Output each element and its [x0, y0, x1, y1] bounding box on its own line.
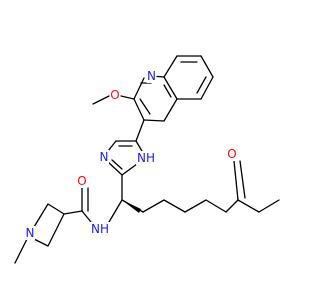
bond-chain-3: [163, 199, 186, 213]
bond-azetidine-c3-c2: [47, 203, 65, 215]
bond-ketone-c-o: [233, 160, 239, 201]
bond-amide-n-c: [81, 210, 92, 223]
atom-label-amide-nh: NH: [91, 222, 109, 236]
bond-azetidine-n-c4: [33, 238, 49, 247]
bond-quinoline-c3-c4: [133, 98, 145, 121]
bond-methoxy-o-ch3: [92, 95, 110, 105]
atom-label-azetidine-n: N: [26, 226, 35, 240]
molecule-structure-drawing: N O N NH O O NH N: [14, 55, 280, 264]
atom-imidazole-n: N: [99, 150, 109, 164]
bond-imidazole-n3-c2: [107, 161, 123, 176]
bond-benzo-fusion-inner: [163, 84, 172, 98]
atom-label-imidazole-nh: NH: [137, 151, 155, 165]
bond-quinoline-ring-fusion-top: [163, 76, 178, 100]
bond-azetidine-c2-n: [33, 203, 49, 228]
atom-label-layer: N O N NH O O NH N: [25, 69, 238, 240]
bond-imidazole-c4-n3: [107, 140, 117, 152]
bond-ketone-c-o-inner: [239, 160, 246, 199]
atom-label-amide-o: O: [77, 174, 86, 188]
bond-imidazole-n3-c2-inner: [111, 159, 123, 170]
atom-label-quinoline-n: N: [147, 69, 156, 83]
bond-azetidine-c4-c3: [47, 213, 65, 247]
bond-quinoline-imidazole-link: [135, 119, 145, 142]
atom-amide-nh: NH: [90, 222, 110, 236]
bond-chain-6: [225, 199, 239, 213]
atom-azetidine-n: N: [25, 226, 35, 240]
stereo-wedge-bond: [122, 200, 141, 213]
bond-chain-2: [142, 199, 165, 213]
atom-label-methoxy-o: O: [110, 88, 119, 102]
bond-benzo-c6-c5-inner: [196, 76, 207, 94]
atom-quinoline-n: N: [146, 69, 157, 83]
bond-chain-4: [184, 199, 207, 213]
bond-quinoline-c4-c4a: [143, 119, 165, 122]
bond-ethyl-2: [258, 199, 280, 213]
bond-quinoline-c2-c3: [133, 77, 145, 100]
bond-quinoline-c3-c4-inner: [139, 98, 151, 115]
bond-stereocenter-n: [108, 199, 123, 223]
bond-benzo-c6-c5: [200, 76, 214, 100]
bond-chain-5: [205, 199, 227, 213]
atom-imidazole-nh: NH: [136, 151, 156, 165]
atom-methoxy-o: O: [109, 88, 121, 102]
atom-label-ketone-o: O: [227, 147, 236, 161]
bond-imidazole-n1-c5: [135, 140, 143, 152]
bond-quinoline-ring-fusion: [163, 98, 178, 122]
atom-label-imidazole-n: N: [100, 150, 109, 164]
bond-azetidine-n-methyl: [14, 238, 28, 264]
bond-amide-c-azetidine: [63, 210, 83, 215]
atom-amide-o: O: [76, 174, 88, 188]
bond-ethyl-1: [237, 199, 260, 213]
atom-ketone-o: O: [226, 147, 238, 161]
bond-layer: [14, 55, 280, 264]
bond-benzo-c7-c6: [200, 55, 214, 78]
bond-methoxy-c2-o: [120, 95, 135, 100]
bond-imidazole-c2-n1: [121, 163, 138, 176]
bond-benzo-c8a-c8: [163, 55, 178, 78]
